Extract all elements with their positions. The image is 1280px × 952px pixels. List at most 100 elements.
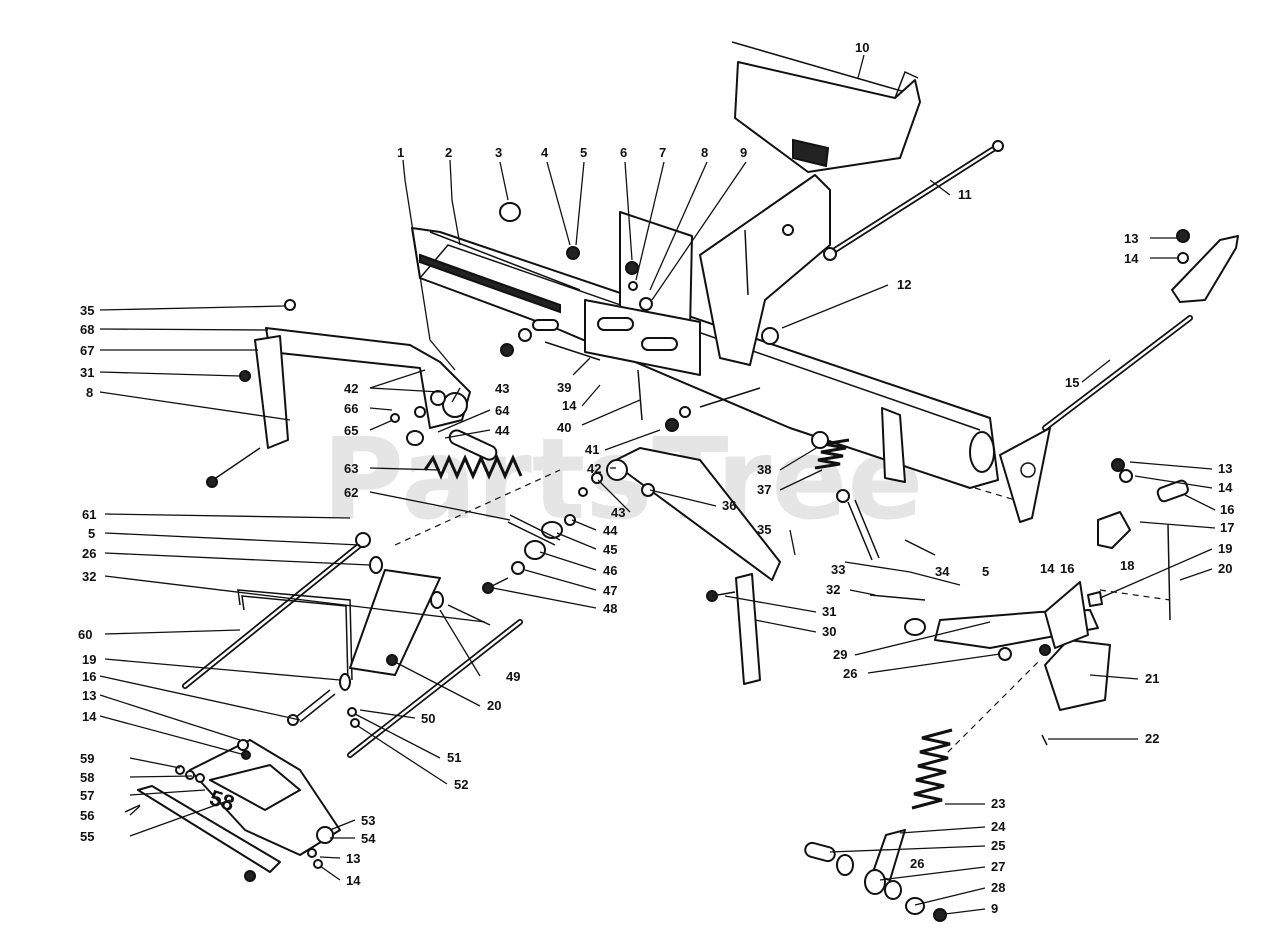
callout-45: 45 <box>603 542 617 557</box>
callout-13-left: 13 <box>82 688 96 703</box>
front-plate-part <box>731 41 921 173</box>
callout-56: 56 <box>80 808 94 823</box>
callout-51: 51 <box>447 750 461 765</box>
callout-65: 65 <box>344 423 358 438</box>
clevis-assembly-parts <box>804 829 947 922</box>
callout-37: 37 <box>757 482 771 497</box>
bracket-nut-part <box>761 327 779 345</box>
callout-44-center: 44 <box>603 523 618 538</box>
callout-2: 2 <box>445 145 452 160</box>
callout-9: 9 <box>740 145 747 160</box>
callout-4: 4 <box>541 145 549 160</box>
callout-43-left: 43 <box>495 381 509 396</box>
callout-21: 21 <box>1145 671 1159 686</box>
link-30-part <box>706 573 761 685</box>
callout-54: 54 <box>361 831 376 846</box>
callout-50: 50 <box>421 711 435 726</box>
slotted-plate-part <box>584 299 701 376</box>
triangle-bracket-part <box>999 427 1051 523</box>
main-frame-part <box>411 227 999 489</box>
pedal-58-part: 58 <box>124 739 341 882</box>
callout-1: 1 <box>397 145 404 160</box>
assembly-line <box>394 469 561 546</box>
callout-43-center: 43 <box>611 505 625 520</box>
nut-13-part <box>1176 229 1190 243</box>
callout-14-left: 14 <box>82 709 97 724</box>
callout-19-right: 19 <box>1218 541 1232 556</box>
callout-20-right: 20 <box>1218 561 1232 576</box>
callout-18: 18 <box>1120 558 1134 573</box>
callout-15: 15 <box>1065 375 1079 390</box>
callout-46: 46 <box>603 563 617 578</box>
pedal-bar-29-part <box>904 581 1099 661</box>
spring-23-part <box>911 659 1041 810</box>
callout-25: 25 <box>991 838 1005 853</box>
callout-3: 3 <box>495 145 502 160</box>
bushing-part <box>499 202 521 222</box>
callout-27: 27 <box>991 859 1005 874</box>
callout-32-left: 32 <box>82 569 96 584</box>
bolt-16-part <box>287 673 351 726</box>
callout-26-left: 26 <box>82 546 96 561</box>
callout-12: 12 <box>897 277 911 292</box>
steering-arm-part <box>1171 235 1239 303</box>
callout-31-left: 31 <box>80 365 94 380</box>
callout-14-right: 14 <box>1218 480 1233 495</box>
callout-13-top: 13 <box>1124 231 1138 246</box>
callout-61: 61 <box>82 507 96 522</box>
callout-52: 52 <box>454 777 468 792</box>
callout-32-right: 32 <box>826 582 840 597</box>
callout-5-right: 5 <box>982 564 989 579</box>
callout-49: 49 <box>506 669 520 684</box>
callout-34: 34 <box>935 564 950 579</box>
long-rod-part <box>823 140 1004 261</box>
callout-68: 68 <box>80 322 94 337</box>
center-hardware-parts <box>482 319 761 594</box>
callout-23: 23 <box>991 796 1005 811</box>
callout-55: 55 <box>80 829 94 844</box>
callout-48: 48 <box>603 601 617 616</box>
callout-26-right: 26 <box>843 666 857 681</box>
pin-34-part <box>904 539 936 556</box>
bolt-part <box>566 246 580 260</box>
callout-42-center: 42 <box>587 461 601 476</box>
callout-31-right: 31 <box>822 604 836 619</box>
callout-24: 24 <box>991 819 1006 834</box>
callout-63: 63 <box>344 461 358 476</box>
callout-8: 8 <box>701 145 708 160</box>
shaft-15-part <box>1042 315 1193 431</box>
callout-41: 41 <box>585 442 599 457</box>
callout-labels: 1 2 3 4 5 6 7 8 9 10 11 12 13 14 15 13 1… <box>78 40 1234 916</box>
rod-50-part <box>347 619 523 758</box>
callout-47: 47 <box>603 583 617 598</box>
assembly-line <box>974 487 1016 501</box>
callout-64: 64 <box>495 403 510 418</box>
callout-53: 53 <box>361 813 375 828</box>
callout-7: 7 <box>659 145 666 160</box>
callout-11: 11 <box>958 187 972 202</box>
callout-29: 29 <box>833 647 847 662</box>
callout-22: 22 <box>1145 731 1159 746</box>
washer-part <box>628 281 638 291</box>
leader-lines <box>99 54 1216 915</box>
callout-14-mid: 14 <box>1040 561 1055 576</box>
callout-60: 60 <box>78 627 92 642</box>
callout-14-top: 14 <box>1124 251 1139 266</box>
spring-37-part <box>811 431 880 561</box>
left-linkage-parts <box>182 532 491 689</box>
pin-22-part <box>1041 734 1048 746</box>
callout-5: 5 <box>580 145 587 160</box>
part-drawings: 58 <box>124 41 1239 922</box>
callout-44-left: 44 <box>495 423 510 438</box>
callout-26-lower: 26 <box>910 856 924 871</box>
callout-62: 62 <box>344 485 358 500</box>
callout-5-left: 5 <box>88 526 95 541</box>
callout-67: 67 <box>80 343 94 358</box>
lock-washer-part <box>639 297 653 311</box>
callout-58: 58 <box>80 770 94 785</box>
callout-28: 28 <box>991 880 1005 895</box>
callout-14-lower: 14 <box>346 873 361 888</box>
callout-16-left: 16 <box>82 669 96 684</box>
callout-57: 57 <box>80 788 94 803</box>
